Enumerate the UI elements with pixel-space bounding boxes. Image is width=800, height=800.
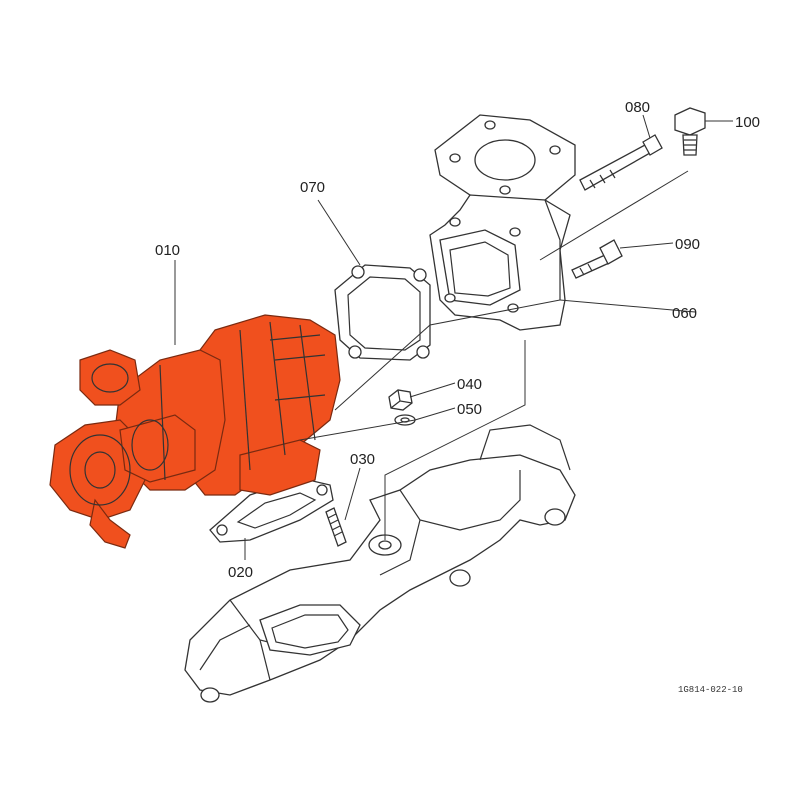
label-050: 050 — [457, 401, 482, 418]
exhaust-manifold — [184, 424, 576, 703]
label-010: 010 — [155, 242, 180, 259]
drawing-code: 1G814-022-10 — [678, 685, 743, 695]
label-090: 090 — [675, 236, 700, 253]
label-040: 040 — [457, 376, 482, 393]
elbow-060 — [429, 114, 576, 331]
label-100: 100 — [735, 114, 760, 131]
stud-030 — [325, 507, 347, 547]
label-080: 080 — [625, 99, 650, 116]
leader-lines — [174, 114, 733, 560]
plug-100 — [674, 107, 706, 156]
washer-050 — [394, 414, 416, 426]
turbocharger-010 — [49, 314, 341, 549]
label-060: 060 — [672, 305, 697, 322]
label-030: 030 — [350, 451, 375, 468]
nut-040 — [388, 389, 413, 411]
label-070: 070 — [300, 179, 325, 196]
part-labels: 010 070 080 100 090 060 040 050 030 020 … — [155, 99, 760, 695]
bolt-080 — [579, 134, 663, 191]
bolt-090 — [571, 239, 623, 279]
gasket-070 — [334, 264, 431, 361]
label-020: 020 — [228, 564, 253, 581]
